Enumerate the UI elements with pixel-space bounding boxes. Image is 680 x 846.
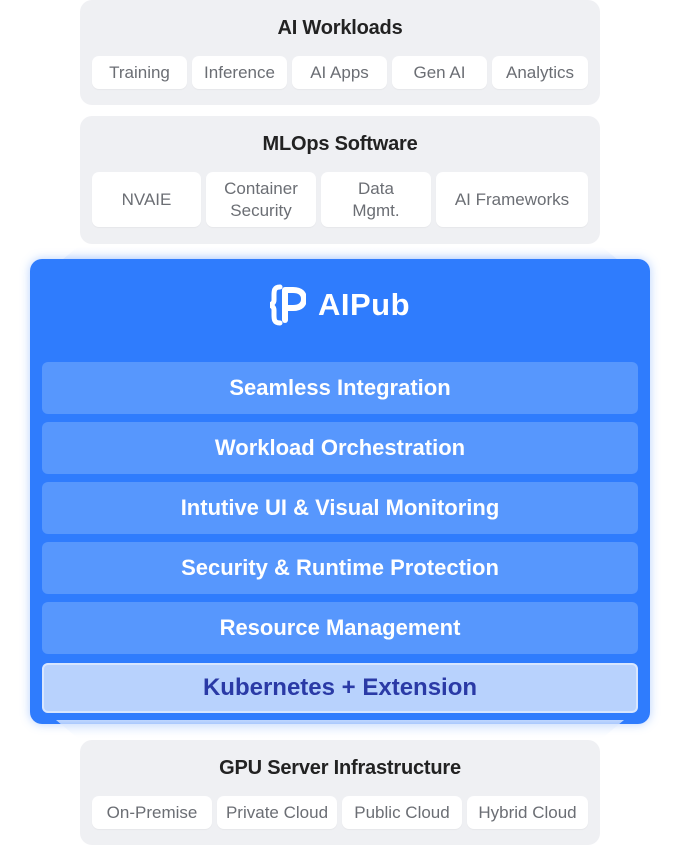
chip-public-cloud: Public Cloud [342,796,462,829]
chip-private-cloud: Private Cloud [217,796,337,829]
layer-security-runtime: Security & Runtime Protection [42,542,638,594]
gpu-title: GPU Server Infrastructure [219,757,461,779]
chip-ai-apps: AI Apps [292,56,387,89]
aipub-logo: AIPub [0,284,680,326]
chip-data-mgmt: Data Mgmt. [321,172,431,227]
chip-nvaie: NVAIE [92,172,201,227]
layer-workload-orchestration: Workload Orchestration [42,422,638,474]
chip-inference: Inference [192,56,287,89]
mlops-title: MLOps Software [262,133,418,155]
chip-training: Training [92,56,187,89]
layer-ui-visual-monitoring: Intutive UI & Visual Monitoring [42,482,638,534]
chip-on-premise: On-Premise [92,796,212,829]
chip-analytics: Analytics [492,56,588,89]
layer-seamless-integration: Seamless Integration [42,362,638,414]
chip-ai-frameworks: AI Frameworks [436,172,588,227]
chip-gen-ai: Gen AI [392,56,487,89]
layer-kubernetes-extension: Kubernetes + Extension [42,663,638,713]
layer-resource-management: Resource Management [42,602,638,654]
aipub-logo-text: AIPub [317,287,411,322]
ai-workloads-title: AI Workloads [277,17,403,39]
mlops-panel: MLOps Software NVAIE Container Security … [80,116,600,244]
chip-hybrid-cloud: Hybrid Cloud [467,796,588,829]
gpu-infrastructure-panel: GPU Server Infrastructure On-Premise Pri… [80,740,600,845]
chip-container-security: Container Security [206,172,316,227]
connector-glow-bottom [56,720,624,740]
aipub-logo-icon [269,284,306,326]
ai-workloads-panel: AI Workloads Training Inference AI Apps … [80,0,600,105]
